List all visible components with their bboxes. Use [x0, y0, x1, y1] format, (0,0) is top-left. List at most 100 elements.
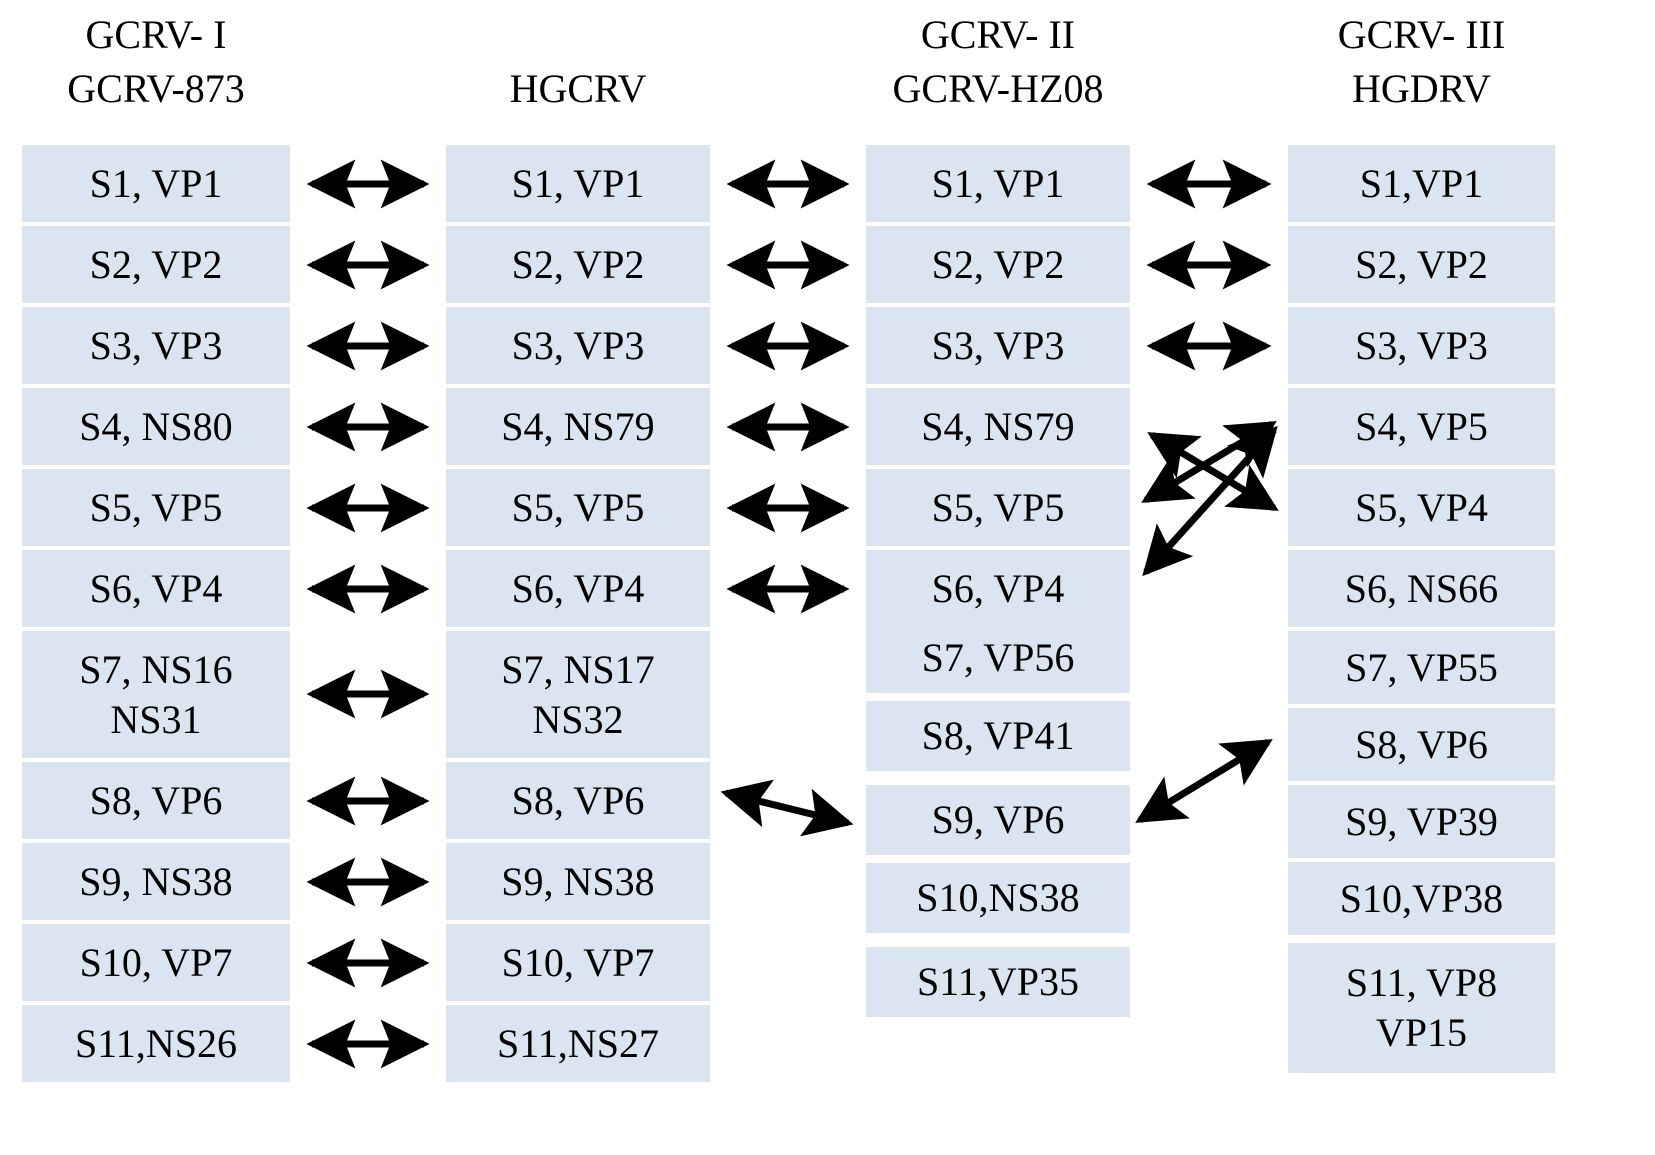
- segment-box: S10,NS38: [866, 863, 1130, 933]
- segment-label-line1: S4, NS80: [79, 403, 233, 449]
- arrow-c3s6-c4s4-cross: [1142, 425, 1278, 577]
- segment-label-line1: S1,VP1: [1359, 160, 1484, 206]
- arrow-c2s8-c3s9: [720, 779, 854, 837]
- segment-box: S7, NS17 NS32: [446, 631, 710, 758]
- segment-box: S4, VP5: [1288, 388, 1555, 465]
- segment-label-line1: S1, VP1: [511, 160, 645, 206]
- segment-label-line1: S6, NS66: [1344, 565, 1499, 611]
- segment-label-line1: S10, VP7: [501, 939, 655, 985]
- segment-label-line2: VP15: [1375, 1010, 1468, 1055]
- segment-label-line1: S6, VP4: [89, 565, 223, 611]
- segment-label-line1: S4, NS79: [501, 403, 655, 449]
- segment-box: S2, VP2: [866, 226, 1130, 303]
- segment-box: S8, VP6: [446, 762, 710, 839]
- segment-label-line1: S3, VP3: [89, 322, 223, 368]
- column-header-line2: HGDRV: [1351, 66, 1492, 111]
- segment-label-line1: S6, VP4: [511, 565, 645, 611]
- segment-box: S3, VP3: [22, 307, 290, 384]
- segment-box: S4, NS80: [22, 388, 290, 465]
- segment-label-line1: S11,VP35: [917, 959, 1079, 1004]
- segment-box: S6, VP4: [866, 550, 1130, 627]
- segment-box: S9, VP39: [1288, 785, 1555, 858]
- segment-box: S11,NS26: [22, 1005, 290, 1082]
- segment-label-line1: S4, VP5: [1355, 403, 1488, 449]
- segment-box: S5, VP5: [22, 469, 290, 546]
- segment-box: S6, VP4: [446, 550, 710, 627]
- segment-box: S4, NS79: [446, 388, 710, 465]
- segment-box: S2, VP2: [22, 226, 290, 303]
- arrow-c3s4-c4s5-cross: [1147, 431, 1279, 512]
- segment-box: S8, VP41: [866, 701, 1130, 771]
- segment-box: S11,NS27: [446, 1005, 710, 1082]
- segment-box: S10,VP38: [1288, 862, 1555, 935]
- segment-label-line1: S9, NS38: [501, 858, 655, 904]
- segment-label-line1: S8, VP6: [89, 777, 223, 823]
- segment-box: S7, VP56: [866, 623, 1130, 693]
- column-header-line2: GCRV-HZ08: [892, 66, 1104, 111]
- segment-label-line1: S9, VP6: [931, 797, 1065, 842]
- column-header-hgcrv: HGCRV: [446, 62, 710, 116]
- segment-box: S5, VP4: [1288, 469, 1555, 546]
- segment-label-line1: S8, VP6: [511, 777, 645, 823]
- segment-box: S11, VP8 VP15: [1288, 943, 1555, 1073]
- segment-box: S2, VP2: [1288, 226, 1555, 303]
- segment-label-line1: S3, VP3: [511, 322, 645, 368]
- segment-label-line1: S5, VP4: [1355, 484, 1488, 530]
- segment-box: S5, VP5: [446, 469, 710, 546]
- segment-box: S5, VP5: [866, 469, 1130, 546]
- column-header-gcrv-iii: GCRV- III HGDRV: [1288, 8, 1555, 116]
- segment-label-line1: S11,NS26: [75, 1020, 237, 1066]
- segment-label-line1: S8, VP41: [921, 713, 1075, 758]
- segment-label-line1: S4, NS79: [921, 403, 1075, 449]
- segment-box: S6, NS66: [1288, 550, 1555, 627]
- arrow-c3s5-c4s4-cross: [1141, 421, 1277, 503]
- segment-box: S9, VP6: [866, 785, 1130, 855]
- segment-box: S6, VP4: [22, 550, 290, 627]
- segment-box: S1, VP1: [866, 145, 1130, 222]
- segment-label-line1: S3, VP3: [1355, 322, 1488, 368]
- segment-label-line1: S7, VP55: [1345, 644, 1498, 690]
- column-header-gcrv-ii: GCRV- II GCRV-HZ08: [866, 8, 1130, 116]
- segment-box: S9, NS38: [22, 843, 290, 920]
- segment-label-line1: S10,VP38: [1339, 875, 1504, 921]
- segment-label-line1: S8, VP6: [1355, 721, 1488, 767]
- segment-label-line1: S2, VP2: [511, 241, 645, 287]
- segment-box: S9, NS38: [446, 843, 710, 920]
- segment-label-line1: S2, VP2: [1355, 241, 1488, 287]
- segment-box: S1, VP1: [22, 145, 290, 222]
- segment-box: S2, VP2: [446, 226, 710, 303]
- segment-label-line1: S6, VP4: [931, 565, 1065, 611]
- column-header-gcrv-i: GCRV- I GCRV-873: [22, 8, 290, 116]
- segment-label-line1: S7, NS17: [501, 646, 655, 692]
- segment-label-line1: S7, VP56: [921, 635, 1075, 680]
- segment-label-line1: S10, VP7: [79, 939, 233, 985]
- segment-label-line1: S1, VP1: [89, 160, 223, 206]
- segment-label-line1: S2, VP2: [89, 241, 223, 287]
- segment-label-line1: S3, VP3: [931, 322, 1065, 368]
- column-header-line2: HGCRV: [509, 66, 647, 111]
- column-header-line1: GCRV- II: [920, 12, 1076, 57]
- segment-label-line2: NS32: [532, 696, 624, 742]
- segment-label-line1: S9, VP39: [1345, 798, 1498, 844]
- segment-box: S8, VP6: [1288, 708, 1555, 781]
- segment-box: S1, VP1: [446, 145, 710, 222]
- segment-label-line1: S11, VP8: [1345, 960, 1498, 1005]
- segment-box: S3, VP3: [866, 307, 1130, 384]
- segment-box: S8, VP6: [22, 762, 290, 839]
- segment-box: S3, VP3: [1288, 307, 1555, 384]
- arrow-c3s9-c4s8: [1135, 739, 1273, 823]
- segment-box: S3, VP3: [446, 307, 710, 384]
- segment-box: S10, VP7: [22, 924, 290, 1001]
- column-header-line1: GCRV- III: [1337, 12, 1506, 57]
- segment-label-line1: S2, VP2: [931, 241, 1065, 287]
- segment-label-line1: S10,NS38: [916, 875, 1080, 920]
- segment-label-line2: NS31: [110, 696, 202, 742]
- segment-label-line1: S5, VP5: [511, 484, 645, 530]
- segment-box: S7, NS16 NS31: [22, 631, 290, 758]
- segment-label-line1: S1, VP1: [931, 160, 1065, 206]
- segment-label-line1: S9, NS38: [79, 858, 233, 904]
- segment-box: S11,VP35: [866, 947, 1130, 1017]
- segment-box: S7, VP55: [1288, 631, 1555, 704]
- segment-label-line1: S7, NS16: [79, 646, 233, 692]
